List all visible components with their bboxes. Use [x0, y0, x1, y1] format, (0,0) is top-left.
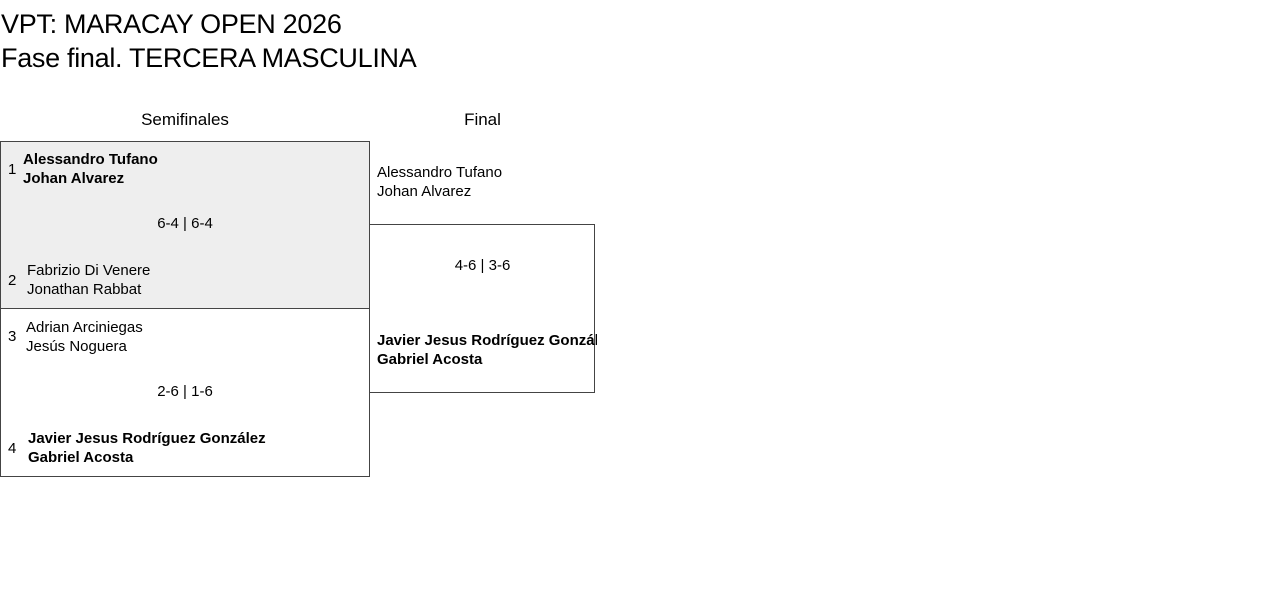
player-name: Jesús Noguera — [26, 338, 127, 355]
player-name: Alessandro Tufano — [23, 151, 158, 168]
team-4: Javier Jesus Rodríguez González Gabriel … — [28, 429, 266, 467]
player-name: Alessandro Tufano — [377, 164, 503, 181]
player-name: Javier Jesus Rodríguez González — [377, 332, 597, 349]
final-match — [369, 224, 595, 393]
tournament-title: VPT: MARACAY OPEN 2026 — [1, 9, 342, 39]
team-1: Alessandro Tufano Johan Alvarez — [23, 150, 158, 188]
phase-title: Fase final. TERCERA MASCULINA — [1, 43, 417, 73]
player-name: Gabriel Acosta — [377, 351, 483, 368]
player-name: Johan Alvarez — [23, 170, 125, 187]
player-name: Gabriel Acosta — [28, 449, 134, 466]
round-header-final: Final — [464, 110, 501, 129]
seed-number: 4 — [8, 440, 17, 457]
round-header-semifinals: Semifinales — [141, 110, 229, 129]
seed-number: 2 — [8, 272, 17, 289]
final-team-1: Alessandro Tufano Johan Alvarez — [377, 163, 502, 201]
bracket: Semifinales Final 1 Alessandro Tufano Jo… — [0, 0, 597, 595]
player-name: Adrian Arciniegas — [26, 319, 143, 336]
team-3: Adrian Arciniegas Jesús Noguera — [26, 318, 143, 356]
final-score: 4-6 | 3-6 — [454, 257, 511, 274]
seed-number: 1 — [8, 161, 17, 178]
player-name: Jonathan Rabbat — [27, 281, 142, 298]
team-2: Fabrizio Di Venere Jonathan Rabbat — [27, 261, 150, 299]
player-name: Javier Jesus Rodríguez González — [28, 430, 266, 447]
player-name: Fabrizio Di Venere — [27, 262, 151, 279]
match-score: 2-6 | 1-6 — [157, 383, 213, 400]
match-score: 6-4 | 6-4 — [157, 215, 213, 232]
final-team-2: Javier Jesus Rodríguez González Gabriel … — [377, 331, 597, 369]
semifinal-match-1 — [0, 141, 370, 309]
seed-number: 3 — [8, 328, 17, 345]
player-name: Johan Alvarez — [377, 183, 472, 200]
